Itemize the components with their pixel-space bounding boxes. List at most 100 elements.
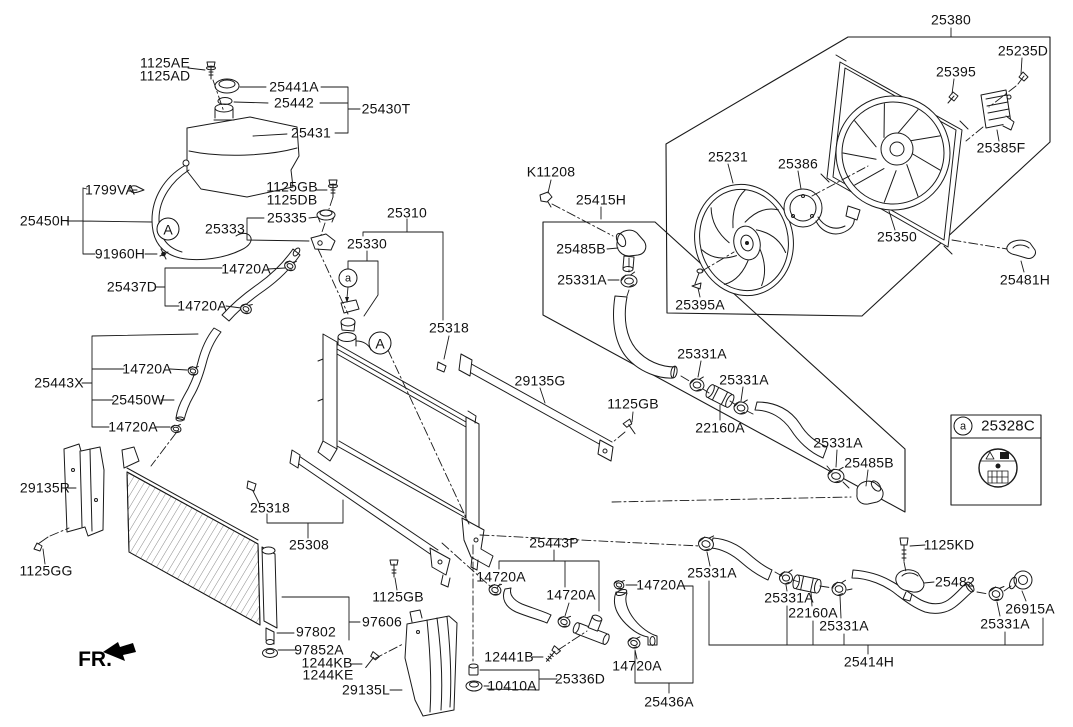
air-guard-right-29135r-drawing [33,443,105,552]
part-label-25395: 25395 [936,63,976,80]
part-label-1125gb: 1125GB [372,588,424,605]
part-label-25331a: 25331A [764,589,814,606]
lower-hose-chain-drawing [710,537,1033,614]
part-label-25331a: 25331A [557,271,607,288]
part-label-1125gg: 1125GG [19,562,73,579]
part-label-14720a: 14720A [636,576,686,593]
part-label-14720a: 14720A [122,360,172,377]
part-label-25443x: 25443X [34,374,84,391]
callout-A: A [368,331,392,355]
part-label-25441a: 25441A [269,78,319,95]
part-label-25442: 25442 [274,94,314,111]
part-label-29135g: 29135G [514,372,566,389]
part-label-25481h: 25481H [999,271,1051,288]
part-label-25437d: 25437D [106,278,158,295]
part-label-22160a: 22160A [695,419,745,436]
part-label-1244ke: 1244KE [302,666,354,683]
part-label-25331a: 25331A [980,615,1030,632]
part-label-25331a: 25331A [819,617,869,634]
part-label-25335: 25335 [267,209,307,226]
part-label-25430t: 25430T [361,100,411,117]
part-label-25485b: 25485B [556,240,606,257]
part-label-25336d: 25336D [554,670,606,687]
upper-hose-box [542,221,906,513]
air-guard-left-29135l-drawing [404,609,458,717]
part-label-25415h: 25415H [575,191,627,208]
fan-shroud-drawing [820,54,969,255]
part-label-25385f: 25385F [976,139,1026,156]
part-label-k11208: K11208 [526,163,576,180]
part-label-25235d: 25235D [997,42,1049,59]
part-label-29135l: 29135L [342,681,390,698]
callout-a: a [338,268,358,288]
callout-a-arrow [345,286,349,303]
part-label-1125kd: 1125KD [923,536,975,553]
part-label-1125ae: 1125AE [140,54,190,71]
part-label-25414h: 25414H [843,653,895,670]
hose-clamps-drawing [170,260,1005,649]
part-label-22160a: 22160A [788,604,838,621]
part-label-25395a: 25395A [675,296,725,313]
crossmember-25308-drawing [246,449,451,588]
part-label-91960h: 91960H [94,245,146,262]
part-label-1244kb: 1244KB [301,654,353,671]
part-label-25333: 25333 [205,220,245,237]
assembly-dash-lines [49,79,1017,664]
fr-direction-arrow [103,642,136,661]
part-label-25436a: 25436A [644,693,694,710]
fan-motor-25386-drawing [783,188,861,235]
part-label-97802: 97802 [296,623,336,640]
part-label-14720a: 14720A [612,657,662,674]
support-bar-29135g-drawing [458,353,636,462]
part-label-1125gb: 1125GB [607,395,659,412]
part-label-14720a: 14720A [221,260,271,277]
part-label-1125db: 1125DB [266,191,318,208]
part-label-12441b: 12441B [484,648,534,665]
part-label-25331a: 25331A [813,434,863,451]
part-label-25310: 25310 [387,204,427,221]
part-label-1799va: 1799VA [85,181,135,198]
part-label-25443p: 25443P [529,534,579,551]
part-label-25450h: 25450H [19,212,71,229]
fan-resistor-25385f-drawing [947,71,1029,131]
reservoir-hoses-drawing [175,247,301,422]
part-label-1125ad: 1125AD [139,67,191,84]
part-label-25318: 25318 [250,499,290,516]
part-label-14720a: 14720A [177,297,227,314]
fan-screw-25395a-drawing [691,268,704,290]
reservoir-tank-drawing [129,61,300,261]
part-label-25450w: 25450W [111,391,165,408]
fan-blade-25231-drawing [694,183,794,297]
callout-A: A [156,217,180,241]
part-label-25485b: 25485B [844,454,894,471]
part-label-97606: 97606 [362,613,402,630]
part-label-25431: 25431 [291,124,331,141]
part-label-10410a: 10410A [487,677,537,694]
part-label-25482: 25482 [935,573,975,590]
upper-hose-chain-drawing [539,191,884,505]
part-label-25330: 25330 [347,235,387,252]
reference-box [950,414,1042,506]
fan-assembly-box [665,36,1051,317]
part-label-25318: 25318 [429,319,469,336]
part-label-14720a: 14720A [108,418,158,435]
part-label-25308: 25308 [289,536,329,553]
fan-mount-bracket-25481h-drawing [1006,239,1036,259]
part-label-29135r: 29135R [19,479,71,496]
condenser-drawing [121,446,278,658]
part-label-25380: 25380 [931,11,971,28]
fr-direction-label: FR. [78,648,112,671]
part-label-14720a: 14720A [476,568,526,585]
filler-cap-bracket-drawing [310,179,338,251]
radiator-drawing [317,299,494,571]
part-label-25331a: 25331A [687,564,737,581]
part-label-1125gb: 1125GB [266,178,318,195]
part-label-25331a: 25331A [677,345,727,362]
part-label-14720a: 14720A [546,586,596,603]
part-label-25231: 25231 [708,148,748,165]
part-label-97852a: 97852A [294,641,344,658]
ref-box-part-code: 25328C [981,417,1035,435]
